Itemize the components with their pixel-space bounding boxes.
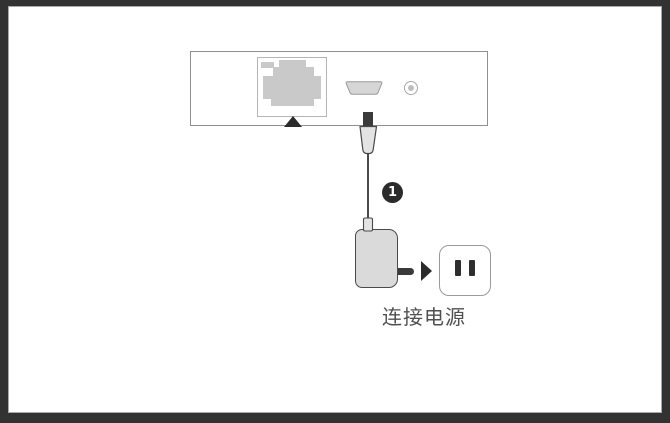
- port-led: [261, 62, 274, 68]
- port-pointer-icon: [284, 116, 302, 127]
- step-1-badge: 1: [382, 182, 403, 203]
- power-plug-body: [359, 125, 378, 155]
- outlet-slot: [455, 260, 461, 276]
- power-adapter-icon: [355, 229, 398, 288]
- power-jack-pin: [408, 85, 414, 91]
- power-plug-tip: [363, 112, 373, 127]
- power-jack-icon: [404, 81, 418, 95]
- device-rear-panel: [190, 51, 488, 126]
- ethernet-port-icon: [257, 57, 327, 117]
- step-number: 1: [387, 185, 398, 200]
- wall-outlet-icon: [439, 245, 491, 296]
- adapter-inlet-connector: [362, 217, 374, 232]
- power-plug-and-cable-icon: [359, 112, 378, 232]
- adapter-prong-icon: [396, 268, 414, 275]
- outlet-slot: [469, 260, 475, 276]
- arrow-right-icon: [421, 261, 432, 281]
- caption-connect-power: 连接电源: [382, 305, 466, 329]
- av-port-icon: [345, 81, 383, 95]
